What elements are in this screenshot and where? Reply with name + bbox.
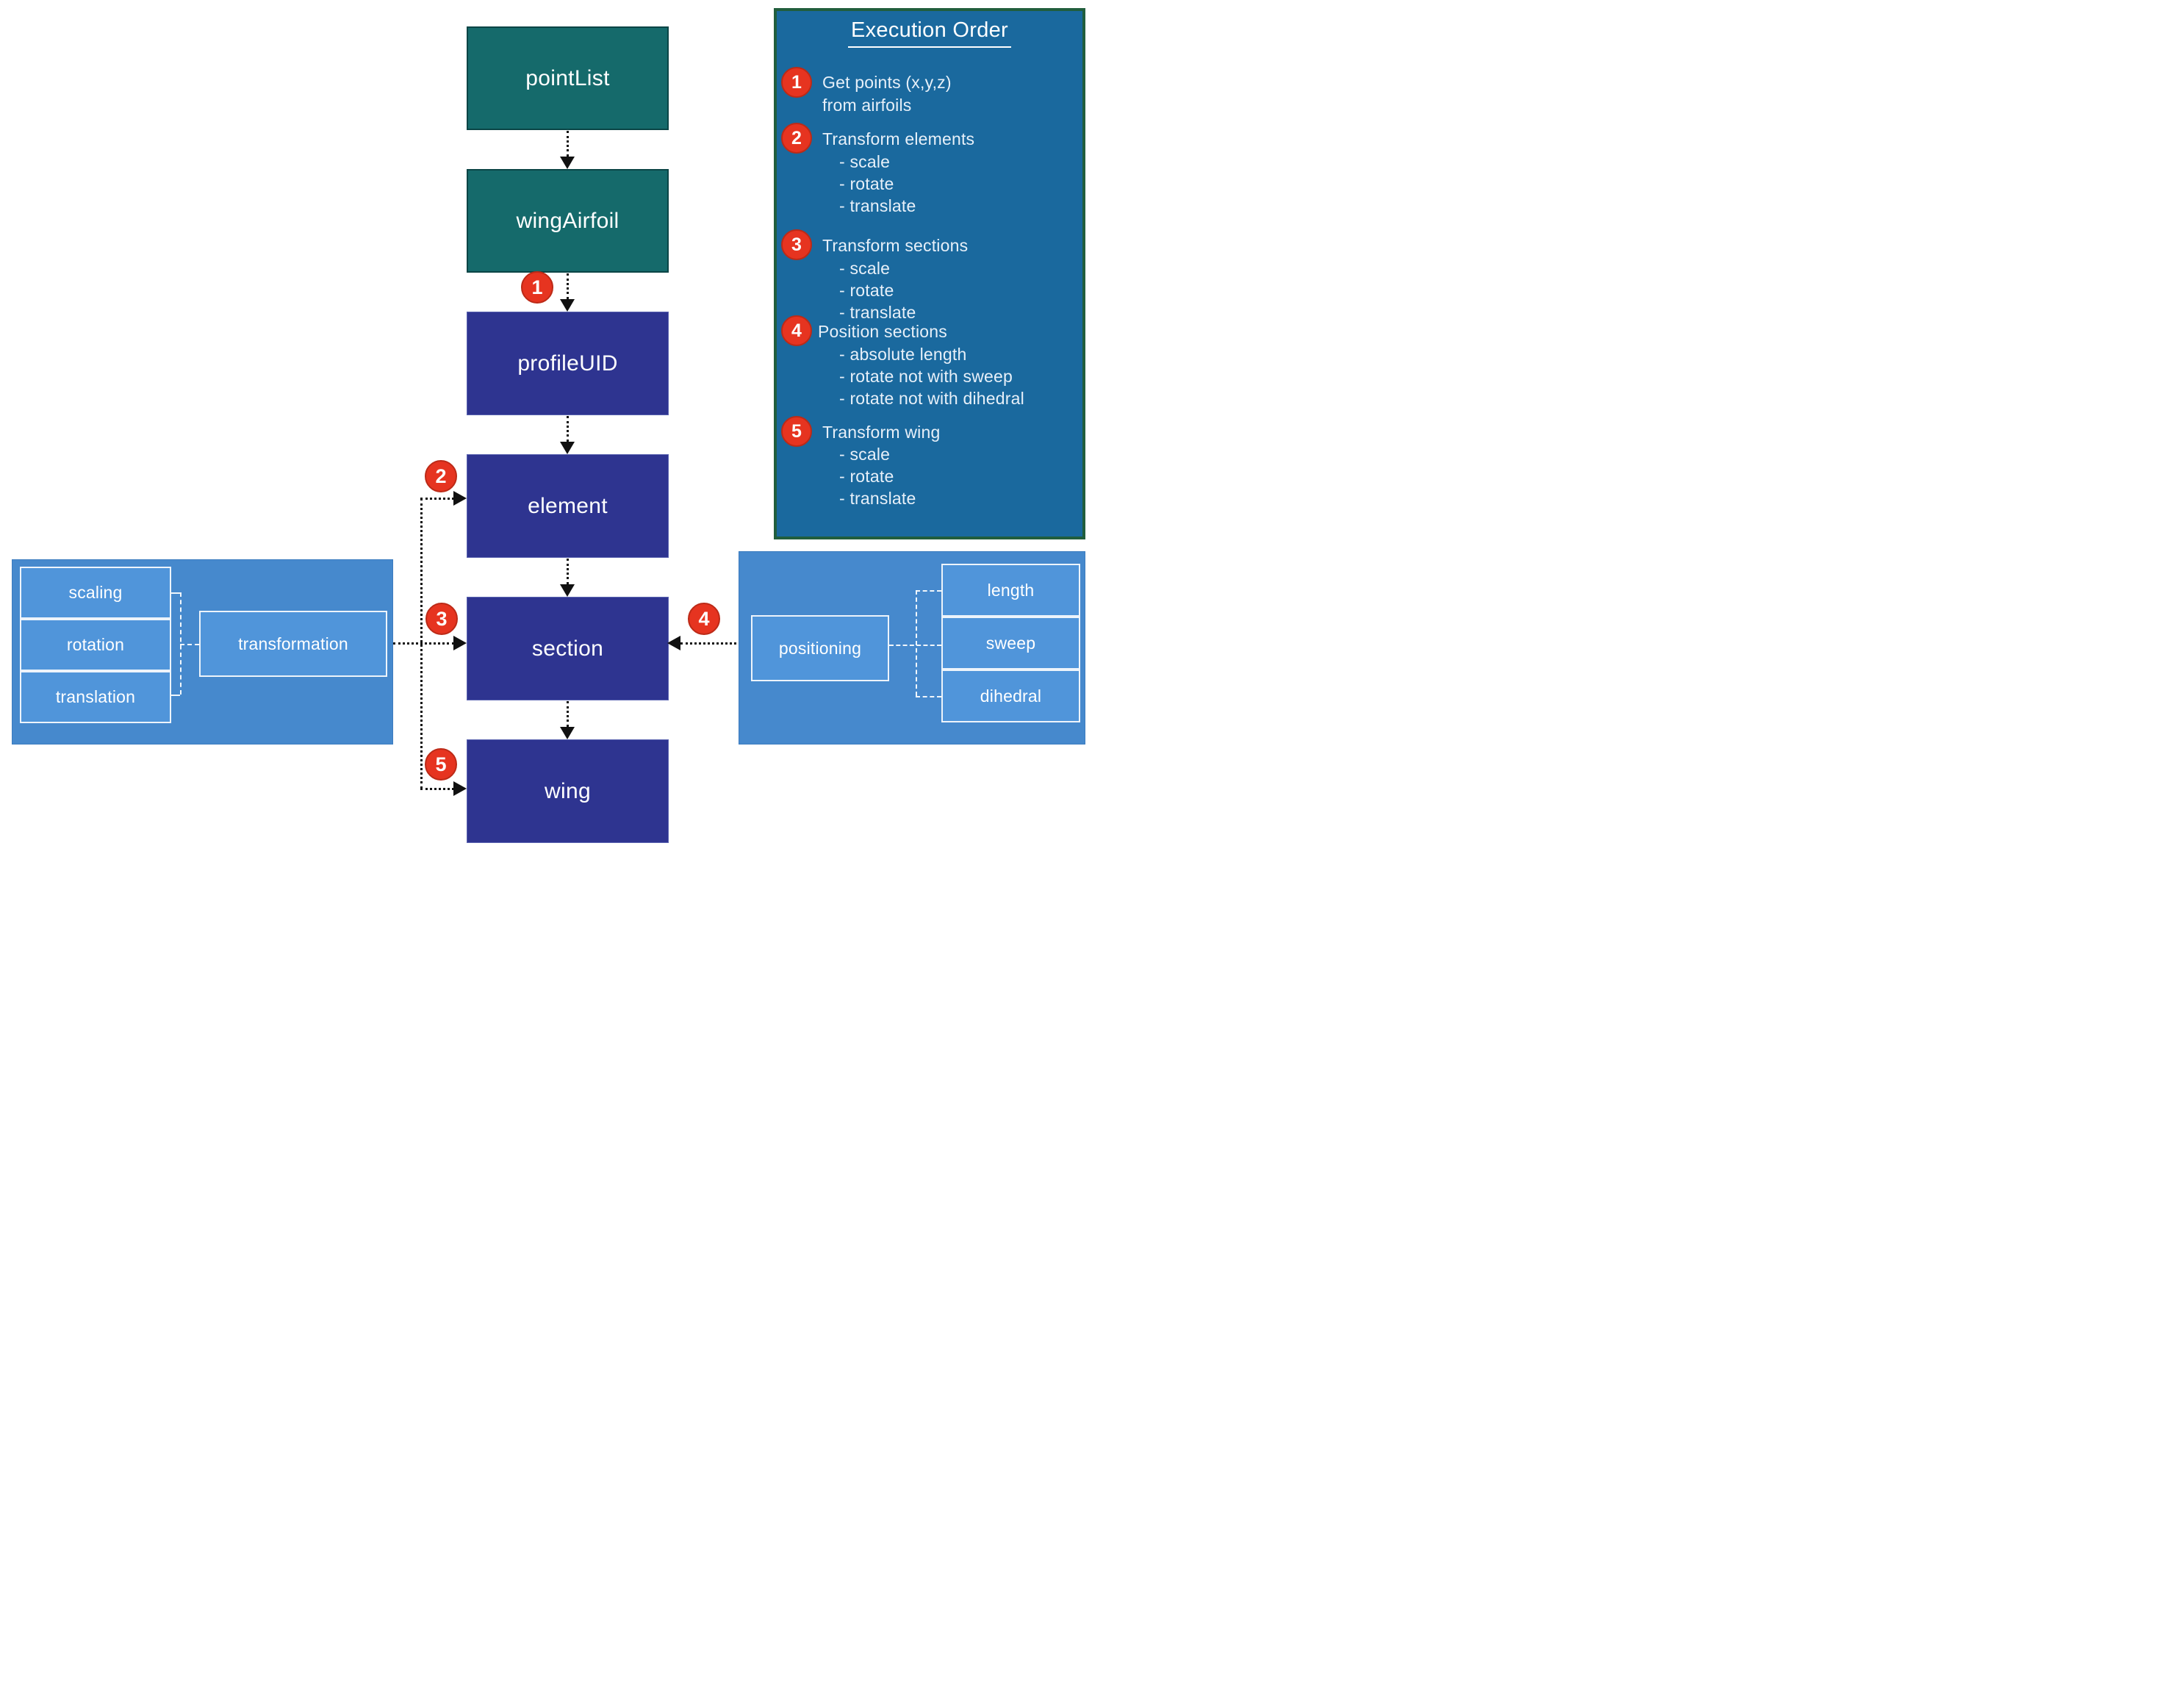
flow-box-label: element [528,493,608,518]
bracket-stub [180,644,199,645]
exec-item-2-sub: - translate [839,196,916,215]
bracket-stub [916,590,941,592]
bracket-stub [171,695,180,696]
flow-box-label: section [531,636,604,661]
bracket-line [916,590,917,696]
positioning-panel: positioning length sweep dihedral [739,551,1085,745]
arrow-transformation-to-section [393,642,454,645]
step-badge-5: 5 [425,748,457,781]
exec-item-4-sub: - rotate not with dihedral [839,389,1024,408]
exec-badge-number: 2 [791,127,802,148]
positioning-node: positioning [751,615,889,681]
arrowhead-down-icon [560,584,575,597]
step-badge-number: 4 [698,607,710,630]
exec-item-5-label: Transform wing [822,423,941,442]
wing-definition-diagram: pointList wingAirfoil profileUID element… [0,0,1092,849]
exec-step-badge-5: 5 [781,416,812,447]
bracket-line [180,592,182,695]
panel-box-label: transformation [238,634,348,653]
flow-box-wing: wing [467,739,669,843]
exec-item-4-sub: - absolute length [839,345,967,364]
step-badge-number: 3 [436,607,448,630]
exec-item-4-sub: - rotate not with sweep [839,367,1013,386]
arrowhead-down-icon [560,727,575,739]
transformation-item-translation: translation [20,671,171,723]
exec-item-2-label: Transform elements [822,129,975,148]
step-badge-number: 1 [531,276,543,298]
panel-box-label: translation [55,687,136,706]
arrowhead-right-icon [453,781,467,796]
panel-box-label: length [987,580,1035,600]
panel-box-label: positioning [778,638,862,658]
exec-step-badge-1: 1 [781,67,812,98]
exec-badge-number: 1 [791,71,802,93]
exec-item-3-sub: - translate [839,303,916,322]
arrowhead-right-icon [453,636,467,650]
flow-box-element: element [467,454,669,558]
branch-arrow-wing [420,788,454,790]
exec-item-5-sub: - rotate [839,467,894,486]
transformation-item-scaling: scaling [20,567,171,619]
flow-box-profileuid: profileUID [467,312,669,415]
exec-item-2-sub: - scale [839,152,891,171]
exec-step-badge-2: 2 [781,123,812,154]
arrow-section-to-wing [567,701,569,727]
arrowhead-left-icon [667,636,680,650]
exec-item-1-label2: from airfoils [822,96,912,115]
exec-step-badge-4: 4 [781,315,812,346]
exec-step-badge-3: 3 [781,229,812,260]
execution-order-title-text: Execution Order [847,18,1012,48]
flow-box-label: profileUID [517,351,618,376]
arrow-wingairfoil-to-profileuid [567,273,569,299]
arrowhead-right-icon [453,491,467,506]
step-badge-number: 5 [435,753,447,775]
step-badge-2: 2 [425,460,457,492]
positioning-item-length: length [941,564,1080,617]
exec-badge-number: 5 [791,420,802,442]
arrowhead-down-icon [560,442,575,454]
step-badge-4: 4 [688,603,720,635]
exec-badge-number: 3 [791,234,802,255]
arrow-profileuid-to-element [567,416,569,442]
panel-box-label: dihedral [980,686,1042,706]
exec-item-5-sub: - scale [839,445,891,464]
bracket-stub [889,645,941,646]
exec-item-3-sub: - scale [839,259,891,278]
execution-order-title: Execution Order [777,18,1082,48]
arrow-positioning-to-section [680,642,750,645]
flow-box-label: wing [545,778,591,803]
flow-box-label: wingAirfoil [516,208,619,233]
flow-box-label: pointList [525,65,610,90]
transformation-item-rotation: rotation [20,619,171,671]
transformation-panel: scaling rotation translation transformat… [12,559,393,745]
execution-order-panel: Execution Order 1 Get points (x,y,z) fro… [774,8,1085,539]
exec-badge-number: 4 [791,320,802,341]
step-badge-3: 3 [425,603,458,635]
positioning-item-sweep: sweep [941,617,1080,670]
panel-box-label: rotation [66,635,125,654]
transformation-node: transformation [199,611,387,677]
exec-item-5-sub: - translate [839,489,916,508]
exec-item-3-label: Transform sections [822,236,969,255]
flow-box-pointlist: pointList [467,26,669,130]
panel-box-label: scaling [68,583,123,602]
exec-item-3-sub: - rotate [839,281,894,300]
bracket-stub [916,696,941,697]
branch-arrow-element [420,498,454,500]
arrowhead-down-icon [560,299,575,312]
bracket-stub [171,592,180,594]
positioning-item-dihedral: dihedral [941,670,1080,722]
flow-box-section: section [467,597,669,700]
arrowhead-down-icon [560,157,575,169]
flow-box-wingairfoil: wingAirfoil [467,169,669,273]
exec-item-1-label: Get points (x,y,z) [822,73,952,92]
step-badge-1: 1 [521,271,553,304]
exec-item-2-sub: - rotate [839,174,894,193]
exec-item-4-label: Position sections [818,322,947,341]
panel-box-label: sweep [985,633,1036,653]
arrow-pointlist-to-wingairfoil [567,131,569,157]
step-badge-number: 2 [435,464,447,487]
arrow-element-to-section [567,559,569,584]
